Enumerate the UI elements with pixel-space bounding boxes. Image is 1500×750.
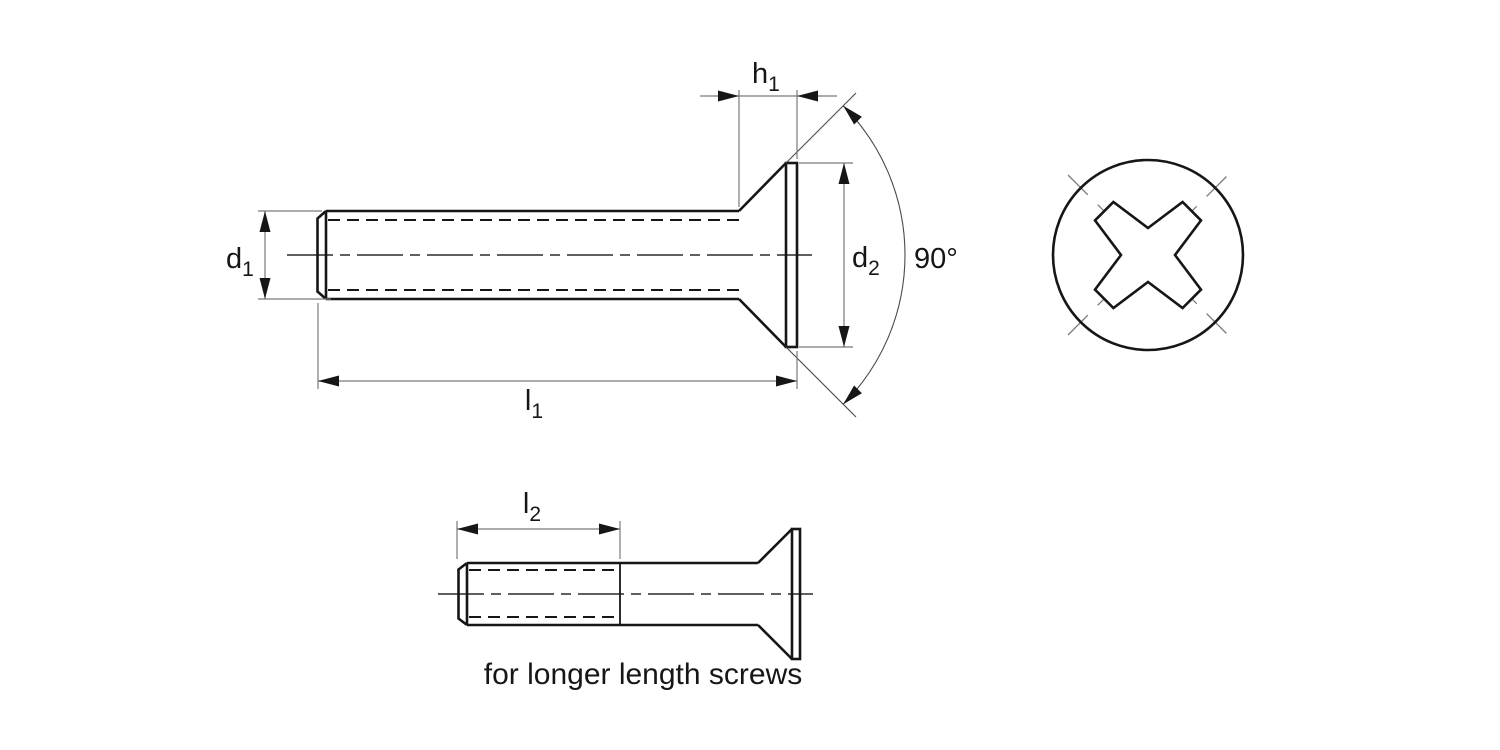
long-screw-partial-thread-view: l2 for longer length screws [438,488,813,691]
l1-extension-lines [317,303,798,389]
d1-dimension-label: d1 [226,243,254,281]
d2-arrowhead-bottom [838,326,850,347]
long-screw-head-flange [790,527,802,661]
d1-arrowhead-bottom [259,278,271,299]
h1-dimension: h1 [700,58,837,207]
angle-dimension-label: 90° [914,243,958,275]
l1-arrowhead-right [776,375,797,387]
h1-arrowhead-right [797,90,818,102]
d2-arrowhead-top [838,163,850,184]
d1-dimension: d1 [226,210,331,300]
cone-extension-lines [785,92,857,418]
long-screw-head-cone [757,528,793,660]
l1-dimension-label: l1 [525,385,543,423]
phillips-head-front-view [1051,158,1245,352]
head-flange [784,161,799,349]
head-circle [1051,158,1245,352]
l2-extension-lines [456,521,621,559]
phillips-cross-recess-icon [1093,200,1203,310]
l1-arrowhead-left [318,375,339,387]
l2-arrowhead-left [457,523,478,535]
d1-arrowhead-top [259,211,271,232]
angle-arc-arrowhead-top [843,105,862,125]
d2-dimension: d2 [799,162,880,348]
h1-arrowhead-left [718,90,739,102]
long-screw-thread-dashed-lines [469,568,620,619]
d1-extension-lines [258,210,331,300]
angle-arc [842,105,906,405]
l2-dimension-label: l2 [523,488,541,526]
view-caption: for longer length screws [484,658,803,691]
countersunk-head-cone [738,162,787,348]
l1-dimension: l1 [317,303,798,423]
thread-dashed-lines [328,218,739,292]
long-screw-shaft-outline [457,561,758,627]
l2-arrowhead-right [599,523,620,535]
shaft-outline [316,209,739,301]
screw-side-view: 90° h1 d1 d2 [226,58,958,423]
angle-arc-arrowhead-bottom [843,385,862,405]
d2-dimension-label: d2 [852,242,880,280]
h1-extension-lines [738,90,798,207]
h1-dimension-label: h1 [752,58,780,96]
l2-dimension: l2 [456,488,621,559]
